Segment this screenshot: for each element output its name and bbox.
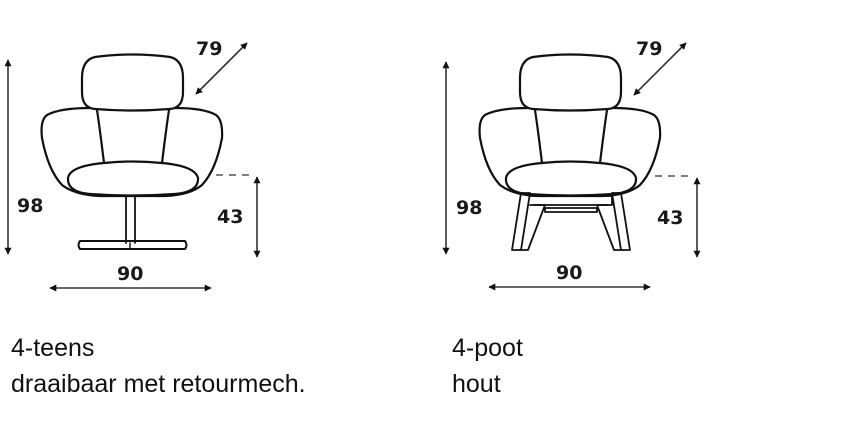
seat-cushion (504, 160, 638, 197)
description-label: hout (452, 370, 501, 398)
swivel-stem (125, 195, 136, 244)
depth-label: 79 (196, 38, 222, 60)
width-label: 90 (117, 263, 143, 285)
width-label: 90 (556, 262, 582, 284)
seat-cushion (66, 160, 200, 197)
description-label: draaibaar met retourmech. (11, 370, 306, 398)
headrest (80, 53, 185, 112)
swivel-base (77, 240, 188, 250)
headrest (518, 53, 623, 112)
swivel-dimensions (4, 42, 261, 292)
wood-legs (511, 192, 631, 251)
wood-leg-dimensions (442, 42, 701, 291)
depth-arrow (195, 42, 248, 95)
base-type-label: 4-teens (11, 334, 95, 362)
height-label: 98 (456, 197, 482, 219)
wood-leg-caption: 4-poot hout (452, 330, 523, 402)
seat-height-label: 43 (657, 207, 683, 229)
swivel-chair-drawing (40, 53, 224, 250)
height-label: 98 (17, 195, 43, 217)
depth-arrow (633, 42, 687, 96)
swivel-caption: 4-teens draaibaar met retourmech. (11, 330, 306, 402)
depth-label: 79 (636, 38, 662, 60)
seat-height-label: 43 (217, 206, 243, 228)
wood-leg-chair-drawing (478, 53, 662, 251)
base-type-label: 4-poot (452, 334, 523, 362)
